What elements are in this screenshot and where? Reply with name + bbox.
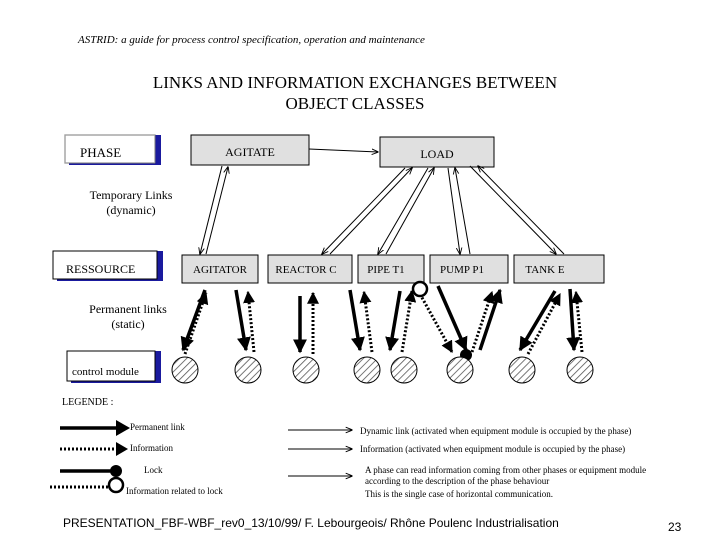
load-label: LOAD (420, 147, 454, 161)
lock-circle (411, 280, 429, 298)
header-text: ASTRID: a guide for process control spec… (77, 34, 425, 46)
permanent-links (180, 285, 584, 355)
pipe-box (357, 254, 425, 284)
tank-box (513, 254, 605, 284)
legend-dynamic-text: Dynamic link (activated when equipment m… (360, 426, 631, 436)
legend-infolock-text: Information related to lock (126, 486, 223, 496)
reactor-box (267, 254, 353, 284)
phase-label: PHASE (80, 145, 121, 160)
agitate-agitator-link (200, 165, 223, 254)
pump-load-info (455, 168, 471, 255)
legend-note-3: This is the single case of horizontal co… (365, 489, 553, 499)
permanent-links-label: Permanent links (89, 302, 167, 316)
load-box: LOAD (379, 136, 495, 168)
agitator-label: AGITATOR (193, 264, 248, 276)
control-module-label: control module (72, 366, 139, 378)
agitate-label: AGITATE (225, 145, 275, 159)
legend-note-1: A phase can read information coming from… (365, 465, 646, 475)
agitate-box: AGITATE (190, 134, 310, 166)
ressource-label: RESSOURCE (66, 262, 135, 276)
load-pump-link (447, 167, 460, 254)
reactor-load-info (329, 168, 412, 255)
title-line-1: LINKS AND INFORMATION EXCHANGES BETWEEN (153, 73, 557, 92)
permanent-links-sublabel: (static) (111, 317, 144, 331)
equipment-row: AGITATOR REACTOR C PIPE T1 PUMP P1 TANK … (181, 254, 605, 284)
pump-box (429, 254, 509, 284)
legend-info-text: Information (130, 443, 173, 453)
ressource-class-box: RESSOURCE (52, 250, 163, 281)
tank-load-info (478, 166, 565, 255)
agitator-box (181, 254, 259, 284)
tank-label: TANK E (525, 264, 564, 276)
load-reactor-link (322, 167, 406, 254)
title-line-2: OBJECT CLASSES (285, 94, 424, 113)
agitator-agitate-info (205, 167, 228, 255)
dynamic-links (200, 165, 565, 255)
load-pipe-link (378, 167, 429, 254)
pipe-label: PIPE T1 (367, 264, 404, 276)
pump-label: PUMP P1 (440, 264, 484, 276)
temporary-links-sublabel: (dynamic) (106, 203, 155, 217)
legend-dynamic-info-text: Information (activated when equipment mo… (360, 444, 625, 454)
legend-lock-text: Lock (144, 465, 163, 475)
page-number: 23 (668, 520, 682, 534)
legend-permanent-text: Permanent link (130, 422, 185, 432)
control-module-class-box: control module (66, 350, 161, 383)
legend-title: LEGENDE : (62, 397, 113, 408)
phase-info-link (308, 148, 378, 152)
pipe-load-info (385, 168, 434, 255)
legend-infolock-circle (107, 476, 125, 494)
load-tank-link (469, 165, 556, 254)
phase-class-box: PHASE (64, 134, 161, 165)
reactor-label: REACTOR C (275, 264, 336, 276)
legend-permanent-arrow (116, 420, 130, 436)
legend-lock-dot (110, 465, 122, 477)
legend-info-arrow (116, 442, 128, 456)
footer-text: PRESENTATION_FBF-WBF_rev0_13/10/99/ F. L… (63, 516, 559, 530)
legend-note-2: according to the description of the phas… (365, 476, 549, 486)
temporary-links-label: Temporary Links (90, 188, 173, 202)
control-modules (171, 356, 594, 384)
